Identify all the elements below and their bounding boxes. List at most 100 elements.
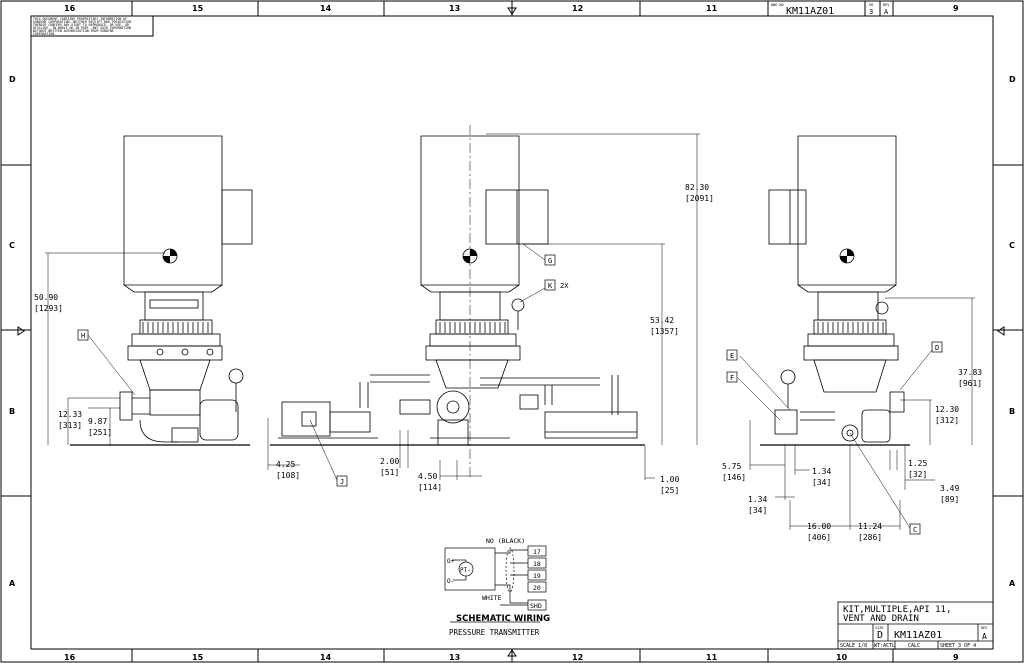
title-size-label: SIZE [875, 626, 883, 630]
callout-c: C [913, 526, 917, 534]
dim-4-25-metric: [108] [276, 471, 300, 480]
dim-1-00: 1.00 [660, 475, 679, 484]
zone-bottom-9: 9 [953, 653, 959, 662]
title-scale: SCALE 1/8 [840, 643, 867, 649]
zone-top-15: 15 [192, 4, 204, 13]
dim-82-30: 82.30 [685, 183, 709, 192]
zone-top-12: 12 [572, 4, 583, 13]
header-sh-value: 3 [869, 8, 873, 16]
wiring-pt: PT- [460, 567, 471, 574]
dim-3-49: 3.49 [940, 484, 959, 493]
notice-line-6: CORPORATION. [33, 32, 56, 36]
title-size: D [877, 630, 883, 641]
header-block: DWG NO KM11AZ01 SH 3 REV A [767, 0, 894, 17]
dim-53-42-metric: [1357] [650, 327, 679, 336]
wiring-o-minus: O- [447, 578, 454, 585]
wiring-subtitle: PRESSURE TRANSMITTER [449, 628, 540, 637]
left-view-pump [70, 135, 253, 446]
inner-border [30, 15, 994, 650]
schematic-wiring [444, 545, 547, 623]
title-sheet: SHEET 3 OF 4 [940, 643, 976, 649]
zone-bottom-10: 10 [836, 653, 848, 662]
zone-bottom-15: 15 [192, 653, 204, 662]
zone-top-11: 11 [706, 4, 718, 13]
zone-bottom-13: 13 [449, 653, 460, 662]
header-sh-label: SH [869, 3, 873, 7]
dim-1-00-metric: [25] [660, 486, 679, 495]
dim-50-90: 50.90 [34, 293, 58, 302]
row-left-c: C [9, 241, 15, 250]
title-rev-label: REV [981, 626, 988, 630]
dim-1-25: 1.25 [908, 459, 927, 468]
callout-j: J [340, 478, 344, 486]
zone-bottom-12: 12 [572, 653, 583, 662]
dim-37-83-metric: [961] [958, 379, 982, 388]
dim-4-50-metric: [114] [418, 483, 442, 492]
row-right-a: A [1009, 579, 1016, 588]
callout-e: E [730, 352, 734, 360]
callout-k-qty: 2X [560, 282, 569, 290]
dim-1-34-a: 1.34 [812, 467, 831, 476]
callout-f: F [730, 374, 734, 382]
row-left-a: A [9, 579, 16, 588]
dim-12-33-metric: [313] [58, 421, 82, 430]
terminal-19: 19 [533, 572, 541, 580]
dim-82-30-metric: [2091] [685, 194, 714, 203]
callout-d: D [935, 344, 939, 352]
notice-line-5: WITHOUT WRITTEN AUTHORIZATION FROM SUNDY… [33, 29, 114, 33]
dim-4-50: 4.50 [418, 472, 437, 481]
zone-top-14: 14 [320, 4, 332, 13]
header-rev-value: A [884, 8, 889, 16]
header-dwg-no-label: DWG NO [771, 3, 784, 7]
dim-16-00-metric: [406] [807, 533, 831, 542]
dim-53-42: 53.42 [650, 316, 674, 325]
dim-12-33: 12.33 [58, 410, 82, 419]
terminal-17: 17 [533, 548, 541, 556]
title-rev: A [982, 632, 987, 641]
row-right-c: C [1009, 241, 1015, 250]
title-calc: CALC [908, 643, 920, 649]
row-right-d: D [1009, 75, 1016, 84]
dim-9-87-metric: [251] [88, 428, 112, 437]
callout-h: H [81, 332, 85, 340]
dim-1-34-b-metric: [34] [748, 506, 767, 515]
callout-boxes [77, 254, 943, 535]
right-view-pump [760, 135, 910, 446]
row-left-b: B [9, 407, 15, 416]
terminal-20: 20 [533, 584, 541, 592]
dim-16-00: 16.00 [807, 522, 831, 531]
dimension-lines [45, 133, 975, 530]
dim-1-34-b: 1.34 [748, 495, 767, 504]
notice-line-1: THIS DOCUMENT CONTAINS PROPRIETARY INFOR… [33, 17, 127, 21]
dim-11-24: 11.24 [858, 522, 882, 531]
title-line-1: KIT,MULTIPLE,API 11, [843, 605, 951, 615]
callout-g: G [548, 257, 552, 265]
dim-5-75: 5.75 [722, 462, 741, 471]
dim-11-24-metric: [286] [858, 533, 882, 542]
dim-12-30-metric: [312] [935, 416, 959, 425]
row-right-b: B [1009, 407, 1015, 416]
wiring-no-black: NO (BLACK) [486, 537, 525, 545]
terminal-18: 18 [533, 560, 541, 568]
title-wt: WT:ACTL [874, 643, 895, 649]
notice-line-4: DISCLOSE, IN WHOLE OR IN PART, ANY SUCH … [33, 26, 131, 30]
dim-1-34-a-metric: [34] [812, 478, 831, 487]
zone-top-16: 16 [64, 4, 76, 13]
dim-37-83: 37.83 [958, 368, 982, 377]
dim-2-00: 2.00 [380, 457, 399, 466]
zone-bottom-14: 14 [320, 653, 332, 662]
title-dwg-no: KM11AZ01 [894, 630, 942, 641]
center-view-pump [270, 125, 645, 480]
callout-k: K [548, 282, 553, 290]
proprietary-notice: THIS DOCUMENT CONTAINS PROPRIETARY INFOR… [30, 15, 154, 37]
dim-2-00-metric: [51] [380, 468, 399, 477]
title-block [837, 601, 994, 650]
dim-9-87: 9.87 [88, 417, 107, 426]
dim-1-25-metric: [32] [908, 470, 927, 479]
dim-50-90-metric: [1293] [34, 304, 63, 313]
header-rev-label: REV [883, 3, 890, 7]
zone-bottom-11: 11 [706, 653, 718, 662]
zone-top-9: 9 [953, 4, 959, 13]
